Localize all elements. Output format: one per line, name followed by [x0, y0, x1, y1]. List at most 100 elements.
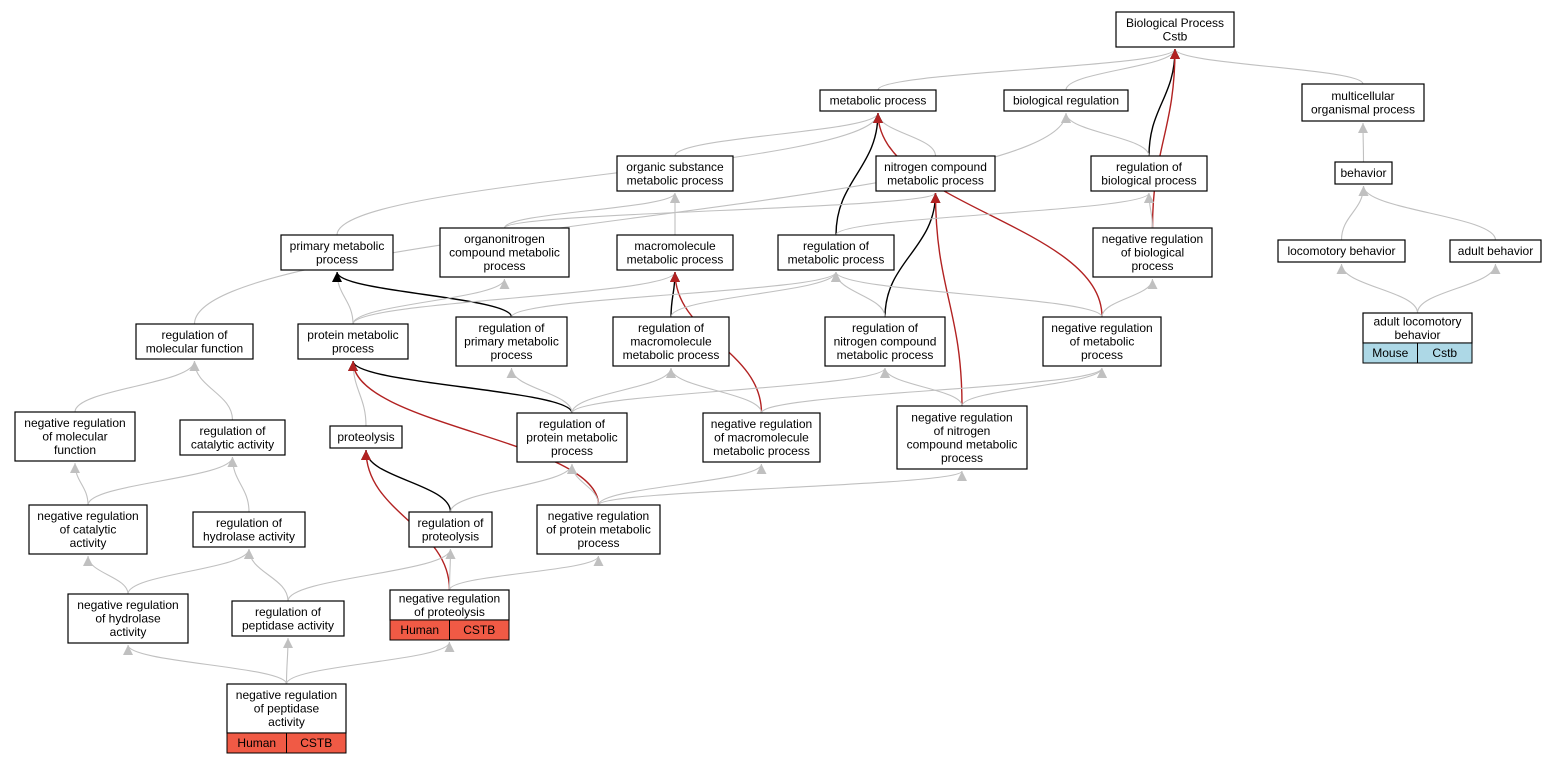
node-label-line: process — [1131, 259, 1173, 273]
node-label-line: negative regulation — [236, 688, 337, 702]
node-label-line: regulation of — [852, 321, 919, 335]
node-lb[interactable]: locomotory behavior — [1277, 239, 1406, 263]
node-label-line: adult locomotory — [1373, 314, 1461, 328]
node-label-line: activity — [268, 715, 305, 729]
node-label-line: regulation of — [255, 605, 322, 619]
node-box — [389, 589, 510, 621]
edge-layer — [70, 48, 1501, 685]
node-label-line: metabolic process — [887, 173, 984, 187]
node-beh[interactable]: behavior — [1334, 161, 1393, 185]
node-label-line: regulation of — [199, 424, 266, 438]
node-label-line: regulation of — [638, 321, 705, 335]
node-label-line: Cstb — [1163, 29, 1188, 43]
node-label-line: regulation of — [161, 328, 228, 342]
edge-rmmp-to-rmp — [670, 271, 841, 318]
edge-osmp-to-mp — [674, 112, 883, 157]
node-box — [14, 411, 136, 462]
node-label-line: molecular function — [146, 341, 243, 355]
node-label-line: metabolic process — [627, 173, 724, 187]
node-label-line: negative regulation — [1102, 232, 1203, 246]
node-mp[interactable]: metabolic process — [819, 89, 937, 112]
node-box — [67, 593, 189, 644]
edge-rpa-to-rha — [244, 548, 289, 602]
edge-rpmp-to-rmp — [510, 271, 841, 318]
node-box — [329, 425, 403, 449]
node-label-line: process — [490, 348, 532, 362]
edge-nrpa-to-nrha — [123, 644, 288, 685]
node-label-line: proteolysis — [422, 529, 479, 543]
node-box — [280, 234, 394, 271]
node-label-line: regulation of — [216, 516, 283, 530]
node-box — [1334, 161, 1393, 185]
edge-rprotmp-to-rncmp — [571, 367, 890, 414]
node-label-line: biological regulation — [1013, 94, 1119, 108]
node-label-line: behavior — [1394, 328, 1440, 342]
edge-nrbp-to-rbp — [1144, 192, 1155, 229]
node-label-line: of molecular — [42, 430, 107, 444]
edge-alb-to-ab — [1416, 263, 1501, 314]
node-label-line: metabolic process — [627, 252, 724, 266]
node-label-line: metabolic process — [713, 444, 810, 458]
node-label-line: behavior — [1340, 166, 1386, 180]
node-prot[interactable]: proteolysis — [329, 425, 403, 449]
node-br[interactable]: biological regulation — [1003, 89, 1129, 112]
edge-rha-to-rca — [227, 456, 250, 513]
edge-rbp-to-br — [1061, 112, 1150, 157]
node-label-line: hydrolase activity — [203, 529, 295, 543]
node-box — [297, 323, 409, 360]
edge-nrprot-to-prot — [361, 449, 451, 591]
edge-rmf-to-br — [193, 112, 1071, 325]
edge-nrha-to-rha — [127, 548, 254, 595]
edge-rprot-to-prot — [361, 449, 452, 513]
node-box — [408, 511, 493, 548]
node-box — [1042, 316, 1162, 367]
node-box — [1090, 155, 1208, 192]
node-label-line: multicellular — [1331, 89, 1394, 103]
edge-nrpa-to-rpa — [282, 637, 293, 685]
node-ab[interactable]: adult behavior — [1449, 239, 1542, 263]
node-box — [702, 412, 821, 463]
edge-nrca-to-nrmf — [70, 462, 89, 506]
node-label-line: negative regulation — [1051, 321, 1152, 335]
node-box — [231, 600, 345, 637]
node-box — [1277, 239, 1406, 263]
node-label-line: process — [577, 536, 619, 550]
node-box — [192, 511, 306, 548]
node-label-line: negative regulation — [37, 509, 138, 523]
node-label-line: regulation of — [417, 516, 484, 530]
node-box — [179, 419, 286, 456]
edge-nrprot-to-rprot — [445, 548, 456, 591]
gene-tag-label: CSTB — [463, 623, 495, 637]
node-label-line: function — [54, 443, 96, 457]
